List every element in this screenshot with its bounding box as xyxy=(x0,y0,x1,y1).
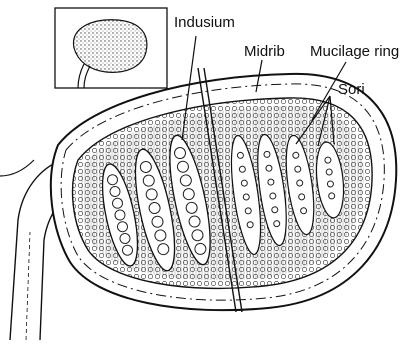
label-mucilage-ring: Mucilage ring xyxy=(310,43,399,60)
label-indusium: Indusium xyxy=(174,14,235,31)
inset-sporocarp xyxy=(55,8,167,88)
label-midrib: Midrib xyxy=(244,43,285,60)
label-sori: Sori xyxy=(338,81,365,98)
inset-sporocarp-body xyxy=(74,20,147,73)
